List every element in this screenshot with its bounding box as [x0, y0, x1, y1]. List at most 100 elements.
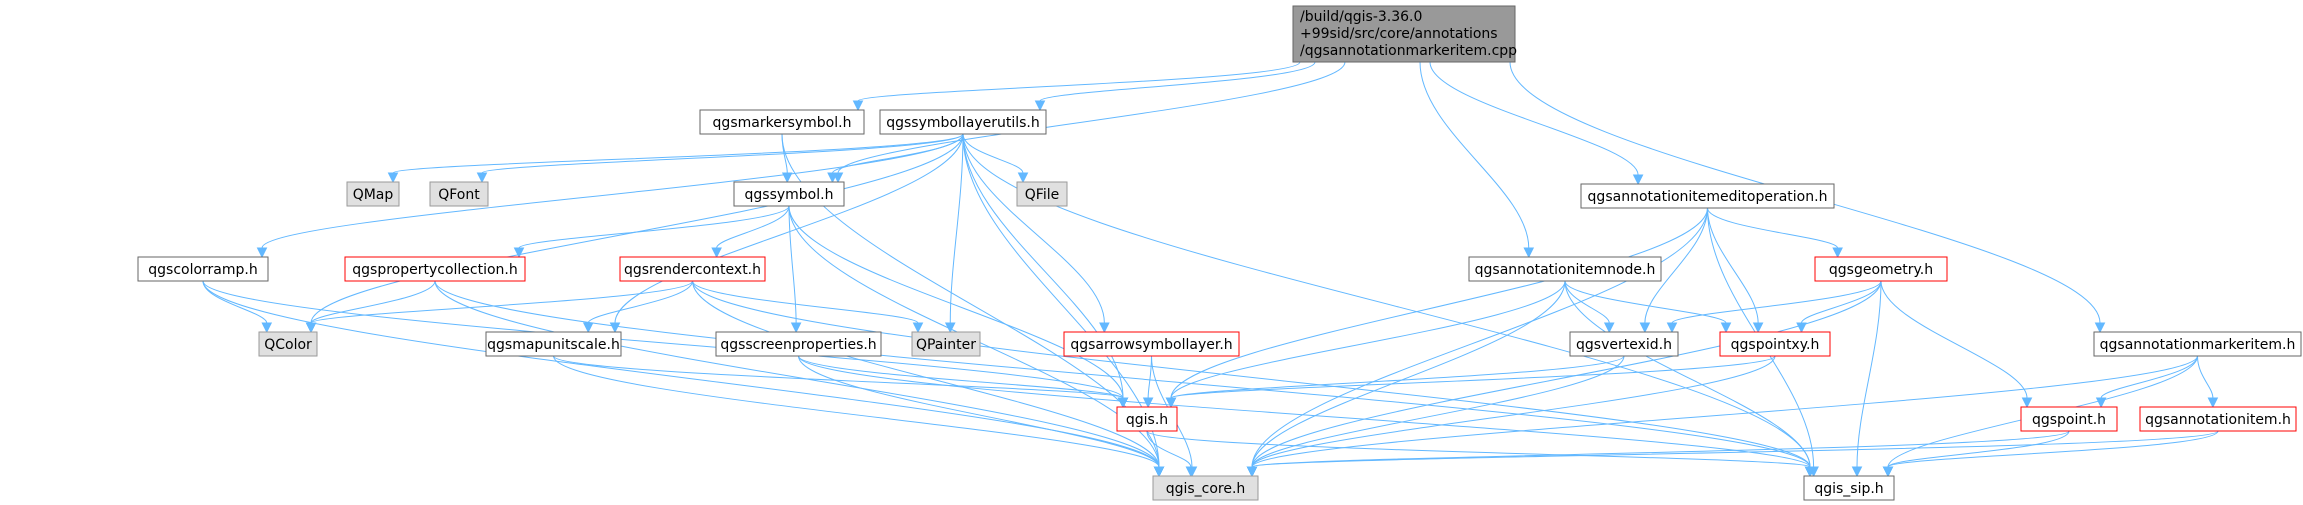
node-label-qcolor: QColor [264, 337, 312, 353]
node-label-qgsrendercontext: qgsrendercontext.h [624, 262, 761, 278]
node-qmap: QMap [346, 181, 400, 207]
edge-qgsvertexid-to-qgis [1170, 355, 1625, 399]
edge-arrowhead-qgsgeometry-to-qgsvertexid [1666, 322, 1678, 334]
edge-qgspropertycollection-to-qcolor [310, 280, 436, 324]
edge-arrowhead-qgssymbollayerutils-to-qfont [476, 172, 488, 184]
node-label-qgspropertycollection: qgspropertycollection.h [352, 262, 518, 278]
edge-qgssymbollayerutils-to-qfile [962, 133, 1024, 174]
node-layer: /build/qgis-3.36.0+99sid/src/core/annota… [137, 5, 2302, 501]
node-box-qgis [1116, 406, 1178, 432]
node-box-qgscolorramp [137, 256, 269, 282]
edge-qgssymbollayerutils-to-qgis_sip [962, 133, 1811, 468]
edge-arrowhead-qgsscreenproperties-to-qgis [1117, 397, 1129, 409]
node-label-qgsannotationitemeditoperation: qgsannotationitemeditoperation.h [1588, 189, 1828, 205]
node-box-qgssymbollayerutils [879, 109, 1047, 135]
edge-qgsgeometry-to-qgspointxy [1801, 280, 1882, 324]
edge-arrowhead-root-to-qgsannotationitemnode [1523, 247, 1535, 259]
node-qgsmarkersymbol[interactable]: qgsmarkersymbol.h [699, 109, 865, 135]
node-box-qmap [346, 181, 400, 207]
node-qgsarrowsymbollayer[interactable]: qgsarrowsymbollayer.h [1063, 331, 1240, 357]
edge-qgssymbollayerutils-to-qgsarrowsymbollayer [962, 133, 1105, 324]
node-qgsmapunitscale[interactable]: qgsmapunitscale.h [485, 331, 622, 357]
node-qgsrendercontext[interactable]: qgsrendercontext.h [619, 256, 766, 282]
node-label-qpainter: QPainter [916, 337, 976, 353]
edge-qgsgeometry-to-qgis_core [1251, 280, 1882, 468]
edge-arrowhead-qgsannotationitemnode-to-qgsvertexid [1603, 322, 1615, 334]
edge-arrowhead-qgssymbol-to-qgsscreenproperties [790, 322, 802, 334]
edge-qgsannotationitemeditoperation-to-qgis_core [1251, 207, 1708, 468]
edge-qgssymbollayerutils-to-qfont [481, 133, 964, 174]
node-qgsannotationmarkeritem[interactable]: qgsannotationmarkeritem.h [2093, 331, 2302, 357]
edge-qgsannotationitemeditoperation-to-qgsvertexid [1644, 207, 1708, 324]
edge-qgis-to-qgis_sip [1146, 430, 1811, 468]
edge-qgspropertycollection-to-qgis_core [434, 280, 1160, 468]
edge-qgsannotationitemeditoperation-to-qgis [1170, 207, 1708, 399]
edge-qgssymbollayerutils-to-qpainter [949, 133, 964, 324]
edge-root-to-qgssymbollayerutils [1039, 61, 1316, 102]
edge-qgssymbol-to-qgsscreenproperties [788, 205, 797, 324]
edge-qgsannotationitem-to-qgis_sip [1887, 430, 2219, 468]
node-box-root [1292, 5, 1516, 63]
node-qgscolorramp[interactable]: qgscolorramp.h [137, 256, 269, 282]
node-qpainter: QPainter [911, 331, 981, 357]
edge-qgsmapunitscale-to-qgis_core [553, 355, 1160, 468]
node-qgis_sip[interactable]: qgis_sip.h [1803, 475, 1895, 501]
edge-arrowhead-qgssymbol-to-qgsrendercontext [711, 247, 722, 259]
node-qgspoint[interactable]: qgspoint.h [2020, 406, 2118, 432]
node-label-qgsannotationitemnode: qgsannotationitemnode.h [1475, 262, 1656, 278]
edge-arrowhead-root-to-qgssymbollayerutils [1034, 100, 1046, 112]
edge-root-to-qgsannotationitemnode [1419, 61, 1530, 249]
edge-qgsannotationitem-to-qgis_core [1251, 430, 2219, 468]
edge-arrowhead-qgssymbollayerutils-to-qfile [1017, 172, 1029, 184]
edge-arrowhead-qgsrendercontext-to-qpainter [912, 322, 924, 334]
edge-arrowhead-qgspointxy-to-qgis [1165, 397, 1177, 409]
node-qgsannotationitem[interactable]: qgsannotationitem.h [2139, 406, 2297, 432]
node-label-qgsgeometry: qgsgeometry.h [1829, 262, 1933, 278]
edge-arrowhead-qgsarrowsymbollayer-to-qgis [1142, 397, 1154, 409]
node-label-qgis: qgis.h [1126, 412, 1168, 428]
node-qgsannotationitemnode[interactable]: qgsannotationitemnode.h [1468, 256, 1662, 282]
node-qgssymbol[interactable]: qgssymbol.h [733, 181, 845, 207]
node-label-qgssymbollayerutils: qgssymbollayerutils.h [886, 115, 1040, 131]
edge-arrowhead-qgsannotationmarkeritem-to-qgspoint [2095, 397, 2107, 409]
edge-arrowhead-qgsannotationitem-to-qgis_core [1246, 466, 1258, 478]
node-label-root-line-2: /qgsannotationmarkeritem.cpp [1300, 43, 1517, 59]
edge-arrowhead-qgsannotationitem-to-qgis_sip [1882, 466, 1894, 478]
node-label-qgsmarkersymbol: qgsmarkersymbol.h [713, 115, 852, 131]
edge-qgsrendercontext-to-qgsmapunitscale [587, 280, 693, 324]
node-label-qgsvertexid: qgsvertexid.h [1576, 337, 1672, 353]
node-box-qgsannotationmarkeritem [2093, 331, 2302, 357]
edge-qgsannotationmarkeritem-to-qgis_core [1251, 355, 2198, 468]
node-root[interactable]: /build/qgis-3.36.0+99sid/src/core/annota… [1292, 5, 1517, 63]
node-qgsvertexid[interactable]: qgsvertexid.h [1569, 331, 1679, 357]
edge-qgspointxy-to-qgis [1170, 355, 1776, 399]
node-label-qfont: QFont [438, 187, 480, 203]
node-box-qpainter [911, 331, 981, 357]
node-qgssymbollayerutils[interactable]: qgssymbollayerutils.h [879, 109, 1047, 135]
node-box-qgsarrowsymbollayer [1063, 331, 1240, 357]
node-qgsannotationitemeditoperation[interactable]: qgsannotationitemeditoperation.h [1580, 183, 1835, 209]
node-qgspointxy[interactable]: qgspointxy.h [1719, 331, 1831, 357]
edge-arrowhead-qgsannotationitemeditoperation-to-qgsvertexid [1639, 322, 1651, 334]
edge-arrowhead-qgis-to-qgis_core [1185, 466, 1197, 478]
node-box-qgspoint [2020, 406, 2118, 432]
node-qgspropertycollection[interactable]: qgspropertycollection.h [344, 256, 526, 282]
edge-arrowhead-qgsgeometry-to-qgspoint [2021, 397, 2033, 409]
edge-qgsannotationitemnode-to-qgsvertexid [1564, 280, 1610, 324]
node-qgis[interactable]: qgis.h [1116, 406, 1178, 432]
edge-qgsannotationitemnode-to-qgis_core [1251, 280, 1566, 468]
edge-arrowhead-qgssymbol-to-qgspropertycollection [513, 247, 525, 259]
node-box-qgsannotationitemeditoperation [1580, 183, 1835, 209]
edge-qgspoint-to-qgis_sip [1887, 430, 2070, 468]
node-qgsgeometry[interactable]: qgsgeometry.h [1814, 256, 1948, 282]
node-qgsscreenproperties[interactable]: qgsscreenproperties.h [715, 331, 882, 357]
edge-arrowhead-qgsannotationmarkeritem-to-qgsannotationitem [2207, 397, 2219, 409]
edge-arrowhead-qgssymbollayerutils-to-qgssymbol [827, 172, 838, 184]
edge-qgscolorramp-to-qgis [202, 280, 1124, 399]
edge-arrowhead-root-to-qgsannotationitemeditoperation [1632, 174, 1644, 186]
node-label-qgis_core: qgis_core.h [1166, 481, 1246, 497]
node-label-qfile: QFile [1025, 187, 1059, 203]
edge-arrowhead-qgsannotationitemeditoperation-to-qgsgeometry [1832, 247, 1843, 259]
node-box-qfont [429, 181, 489, 207]
